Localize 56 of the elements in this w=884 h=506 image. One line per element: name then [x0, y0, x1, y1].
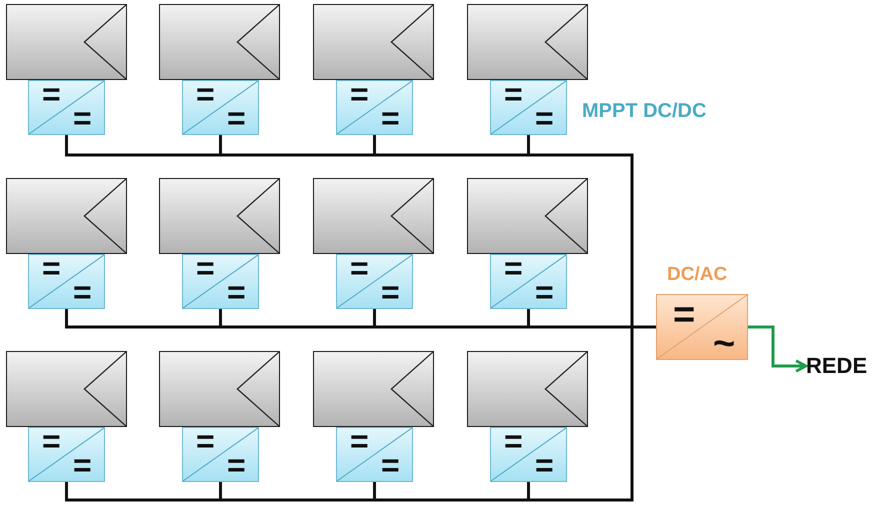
solar-panel	[6, 351, 127, 427]
dc-symbol: =	[42, 85, 61, 104]
dc-symbol: =	[381, 283, 400, 302]
dc-symbol: =	[504, 259, 523, 278]
wire	[527, 326, 656, 502]
grid-label: REDE	[806, 353, 868, 379]
solar-panel	[467, 351, 588, 427]
dc-symbol: =	[535, 456, 554, 475]
dc-symbol: =	[73, 109, 92, 128]
dc-symbol: =	[227, 283, 246, 302]
dc-dc-converter	[182, 427, 259, 482]
dc-symbol: =	[196, 432, 215, 451]
dc-dc-converter	[490, 254, 567, 309]
dc-symbol: =	[196, 259, 215, 278]
dc-symbol: =	[350, 259, 369, 278]
ac-symbol: ~	[713, 333, 736, 356]
dc-symbol: =	[73, 283, 92, 302]
dc-dc-converter	[336, 80, 413, 135]
inverter-box	[656, 294, 748, 360]
solar-panel	[6, 178, 127, 254]
converter-label: MPPT DC/DC	[582, 100, 706, 123]
dc-dc-converter	[490, 427, 567, 482]
dc-dc-converter	[28, 80, 105, 135]
solar-panel	[313, 178, 434, 254]
dc-dc-converter	[336, 254, 413, 309]
dc-dc-converter	[182, 254, 259, 309]
solar-panel	[159, 351, 280, 427]
dc-symbol: =	[381, 109, 400, 128]
solar-panel	[159, 4, 280, 80]
dc-symbol: =	[73, 456, 92, 475]
dc-dc-converter	[490, 80, 567, 135]
dc-symbol: =	[535, 109, 554, 128]
dc-symbol: =	[381, 456, 400, 475]
dc-dc-converter	[28, 427, 105, 482]
solar-panel	[467, 178, 588, 254]
dc-symbol: =	[42, 259, 61, 278]
dc-symbol: =	[350, 85, 369, 104]
solar-panel	[313, 4, 434, 80]
dc-symbol: =	[42, 432, 61, 451]
dc-symbol: =	[227, 456, 246, 475]
solar-panel	[6, 4, 127, 80]
dc-symbol: =	[673, 304, 696, 327]
dc-symbol: =	[227, 109, 246, 128]
solar-panel	[313, 351, 434, 427]
dc-dc-converter	[28, 254, 105, 309]
dc-symbol: =	[196, 85, 215, 104]
dc-dc-converter	[182, 80, 259, 135]
dc-symbol: =	[535, 283, 554, 302]
dc-symbol: =	[504, 85, 523, 104]
arrow	[748, 326, 808, 373]
dc-symbol: =	[504, 432, 523, 451]
dc-symbol: =	[350, 432, 369, 451]
inverter-label: DC/AC	[667, 264, 728, 286]
solar-panel	[159, 178, 280, 254]
solar-panel	[467, 4, 588, 80]
dc-dc-converter	[336, 427, 413, 482]
